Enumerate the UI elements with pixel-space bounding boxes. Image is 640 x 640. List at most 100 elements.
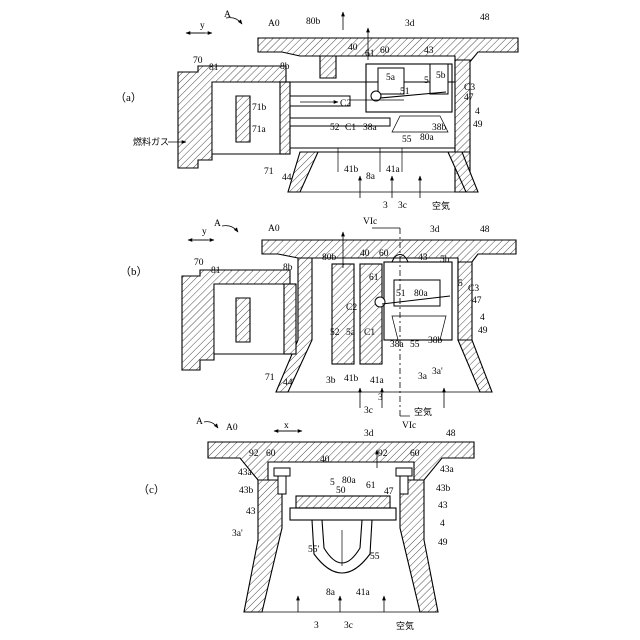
- label-38a-b: 38a: [390, 340, 405, 350]
- label-81-a: 81: [209, 63, 219, 73]
- label-49-a: 49: [473, 120, 483, 130]
- bolt-head-right-c: [396, 468, 412, 476]
- label-3d-c: 3d: [364, 429, 374, 439]
- figure-a-caption: （a）: [115, 91, 142, 104]
- label-43a-left-c: 43a: [238, 468, 253, 478]
- label-43a-right-c: 43a: [440, 465, 455, 475]
- label-air-a: 空気: [432, 200, 450, 212]
- column-52-b: [332, 264, 354, 364]
- label-40-c: 40: [320, 455, 330, 465]
- label-55-right-c: 55: [370, 552, 380, 562]
- label-VIc-top-b: VIc: [363, 217, 377, 227]
- wall-44-b: [284, 284, 296, 354]
- label-43b-left-c: 43b: [239, 486, 254, 496]
- label-38b-a: 38b: [432, 123, 447, 133]
- label-51-b: 51: [396, 289, 406, 299]
- label-47-a: 47: [464, 93, 474, 103]
- chimney-80b-a: [320, 56, 336, 78]
- label-52-a: 52: [330, 123, 340, 133]
- label-71b-a: 71b: [252, 103, 267, 113]
- label-5-b: 5: [458, 279, 463, 289]
- label-3c-c: 3c: [344, 621, 353, 631]
- label-80a-c: 80a: [342, 476, 357, 486]
- plate-43b-c: [290, 508, 396, 520]
- label-71a-a: 71a: [252, 125, 267, 135]
- label-5-c: 5: [330, 478, 335, 488]
- label-81-b: 81: [211, 266, 221, 276]
- left-wall-c: [244, 480, 282, 612]
- label-4-c: 4: [440, 519, 445, 529]
- label-3-b: 3: [378, 393, 383, 403]
- label-80b-a: 80b: [306, 17, 321, 27]
- bolt-shank-left-c: [278, 476, 286, 494]
- label-fuel-gas-a: 燃料ガス: [133, 136, 169, 148]
- label-4-b: 4: [480, 313, 485, 323]
- label-3a-prime-b: 3a': [432, 367, 443, 377]
- label-49-b: 49: [478, 326, 488, 336]
- label-51-a: 51: [400, 87, 410, 97]
- right-wall-c: [400, 480, 438, 612]
- label-41b-b: 41b: [344, 374, 359, 384]
- label-38a-a: 38a: [363, 123, 378, 133]
- label-3c-b: 3c: [364, 406, 373, 416]
- label-55-b: 55: [410, 340, 420, 350]
- label-61-c: 61: [366, 481, 376, 491]
- label-44-a: 44: [282, 173, 292, 183]
- label-A0-c: A0: [226, 423, 238, 433]
- label-y-a: y: [200, 21, 205, 31]
- label-3c-a: 3c: [398, 201, 407, 211]
- label-air-c: 空気: [396, 620, 414, 632]
- label-41a-b: 41a: [370, 376, 385, 386]
- label-80a-b: 80a: [414, 289, 429, 299]
- a-view-arrow-b: [222, 226, 238, 232]
- label-C2-b: C2: [346, 303, 357, 313]
- label-48-a: 48: [480, 13, 490, 23]
- label-40-b: 40: [360, 249, 370, 259]
- label-80a-a: 80a: [420, 133, 435, 143]
- label-70-a: 70: [193, 56, 203, 66]
- label-60-a: 60: [380, 46, 390, 56]
- wall-44-a: [280, 82, 290, 154]
- label-8b-b: 8b: [283, 263, 293, 273]
- label-48-b: 48: [480, 225, 490, 235]
- label-3-c: 3: [314, 621, 319, 631]
- label-y-b: y: [202, 227, 207, 237]
- label-61-b: 61: [369, 273, 379, 283]
- pivot-b: [375, 297, 385, 307]
- label-A-a: A: [224, 10, 231, 20]
- label-3-a: 3: [383, 201, 388, 211]
- label-3d-b: 3d: [430, 225, 440, 235]
- label-71-a: 71: [264, 167, 274, 177]
- bolt-shank-right-c: [400, 476, 408, 494]
- label-41a-a: 41a: [386, 165, 401, 175]
- label-3a-b: 3a: [418, 372, 428, 382]
- label-C1-a: C1: [345, 123, 356, 133]
- label-8a-a: 8a: [366, 172, 376, 182]
- label-52-b: 52: [330, 328, 340, 338]
- right-wall-b: [458, 262, 472, 340]
- label-49-c: 49: [438, 538, 448, 548]
- label-55-left-c: 55': [308, 545, 320, 555]
- label-43-left-c: 43: [246, 507, 256, 517]
- label-92-right-c: 92: [378, 449, 388, 459]
- label-43-right-c: 43: [438, 501, 448, 511]
- label-38b-b: 38b: [428, 336, 443, 346]
- pipe-sleeve-b: [236, 298, 250, 342]
- plate-5-c: [296, 496, 390, 508]
- label-A-b: A: [214, 219, 221, 229]
- label-43-a: 43: [424, 46, 434, 56]
- label-5a-b: 5a: [346, 328, 356, 338]
- label-43-b: 43: [418, 253, 428, 263]
- label-C3-a: C3: [464, 83, 475, 93]
- figure-b: （b） A: [120, 217, 516, 431]
- label-60-right-c: 60: [410, 449, 420, 459]
- label-5a-a: 5a: [386, 73, 396, 83]
- label-47-b: 47: [472, 296, 482, 306]
- label-70-b: 70: [194, 258, 204, 268]
- label-x-c: x: [284, 421, 289, 431]
- label-4-a: 4: [475, 107, 480, 117]
- right-skirt-b: [458, 340, 492, 392]
- label-60-b: 60: [379, 249, 389, 259]
- label-A0-a: A0: [268, 19, 280, 29]
